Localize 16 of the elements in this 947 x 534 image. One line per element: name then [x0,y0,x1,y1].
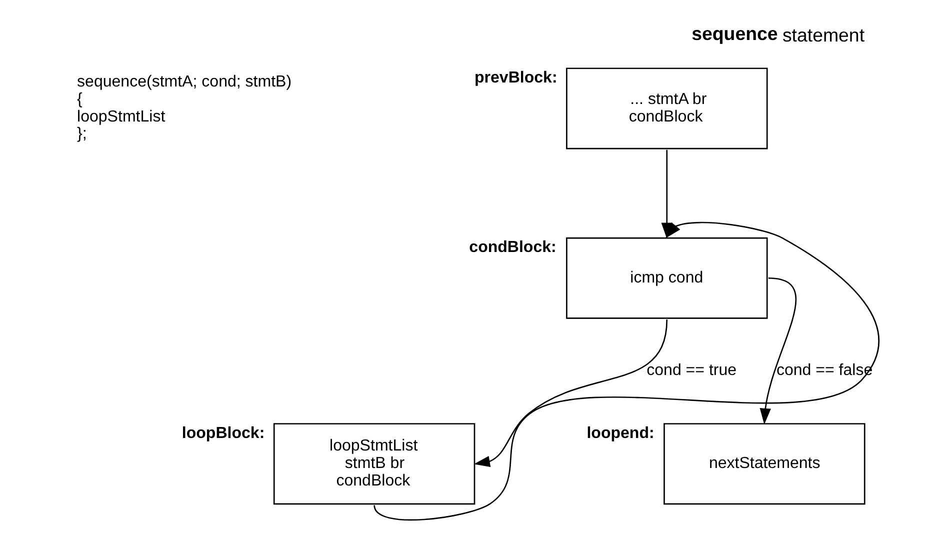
node-box: nextStatements [664,423,866,505]
node-box: icmp cond [566,237,768,319]
node-label: loopBlock: [182,424,265,442]
node-label: condBlock: [469,238,556,256]
node-label: prevBlock: [474,68,558,87]
label: sequence(stmtA; cond; stmtB) [77,72,292,91]
node-box: ... stmtA br condBlock [566,68,768,150]
arrow [474,319,668,468]
arrow [760,277,797,424]
edge-label: cond == true [646,361,737,380]
node-box: loopStmtList stmtB br condBlock [273,423,476,505]
label: loopStmtList [77,107,166,126]
label: }; [77,124,87,143]
diagram-title: sequence statement [692,22,865,46]
label: { [77,90,82,108]
node-label: loopend: [586,424,654,442]
